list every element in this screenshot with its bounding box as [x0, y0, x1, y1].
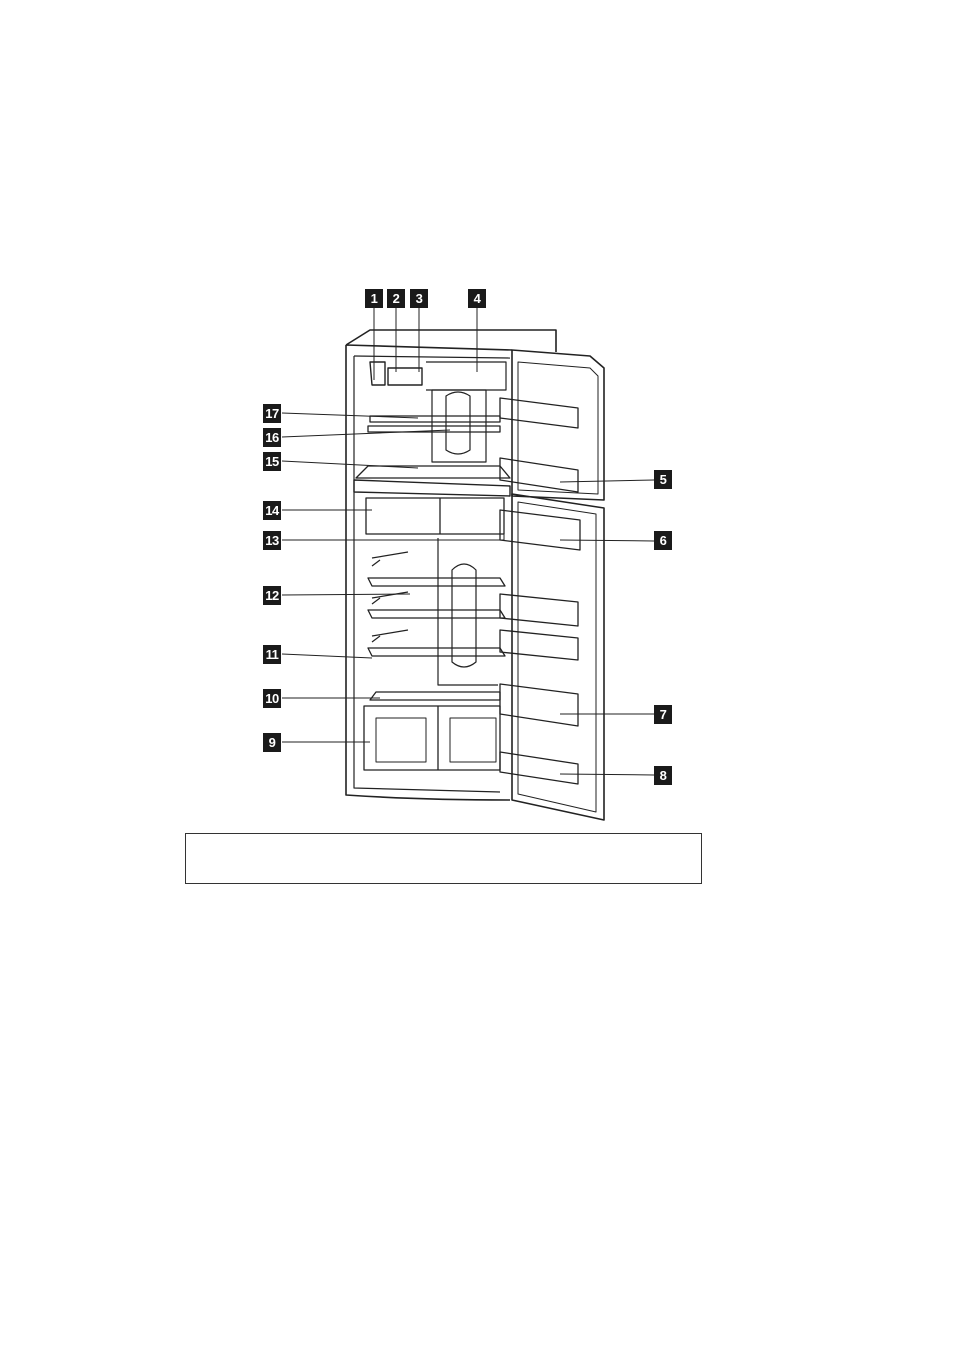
callout-6: 6	[654, 531, 672, 550]
callout-17: 17	[263, 404, 281, 423]
shelf-11	[368, 648, 505, 656]
crisper-drawers-9	[364, 706, 500, 770]
callout-8: 8	[654, 766, 672, 785]
shelf-12b	[368, 610, 505, 618]
callout-15: 15	[263, 452, 281, 471]
callout-14: 14	[263, 501, 281, 520]
air-duct-lower	[438, 538, 498, 685]
callout-3: 3	[410, 289, 428, 308]
callout-4: 4	[468, 289, 486, 308]
shelf-supports	[372, 552, 408, 642]
chiller-drawer-14	[366, 498, 504, 534]
callout-9: 9	[263, 733, 281, 752]
callout-5: 5	[654, 470, 672, 489]
callout-16: 16	[263, 428, 281, 447]
caption-text	[186, 834, 701, 862]
callout-12: 12	[263, 586, 281, 605]
callout-11: 11	[263, 645, 281, 664]
callout-10: 10	[263, 689, 281, 708]
caption-box	[185, 833, 702, 884]
shelf-12a	[368, 578, 505, 586]
callout-2: 2	[387, 289, 405, 308]
callout-13: 13	[263, 531, 281, 550]
control-panel-4	[426, 362, 506, 390]
callout-7: 7	[654, 705, 672, 724]
callout-1: 1	[365, 289, 383, 308]
crisper-cover-10	[370, 692, 500, 700]
compartment-divider	[354, 480, 510, 496]
freezer-floor-15	[356, 466, 510, 478]
